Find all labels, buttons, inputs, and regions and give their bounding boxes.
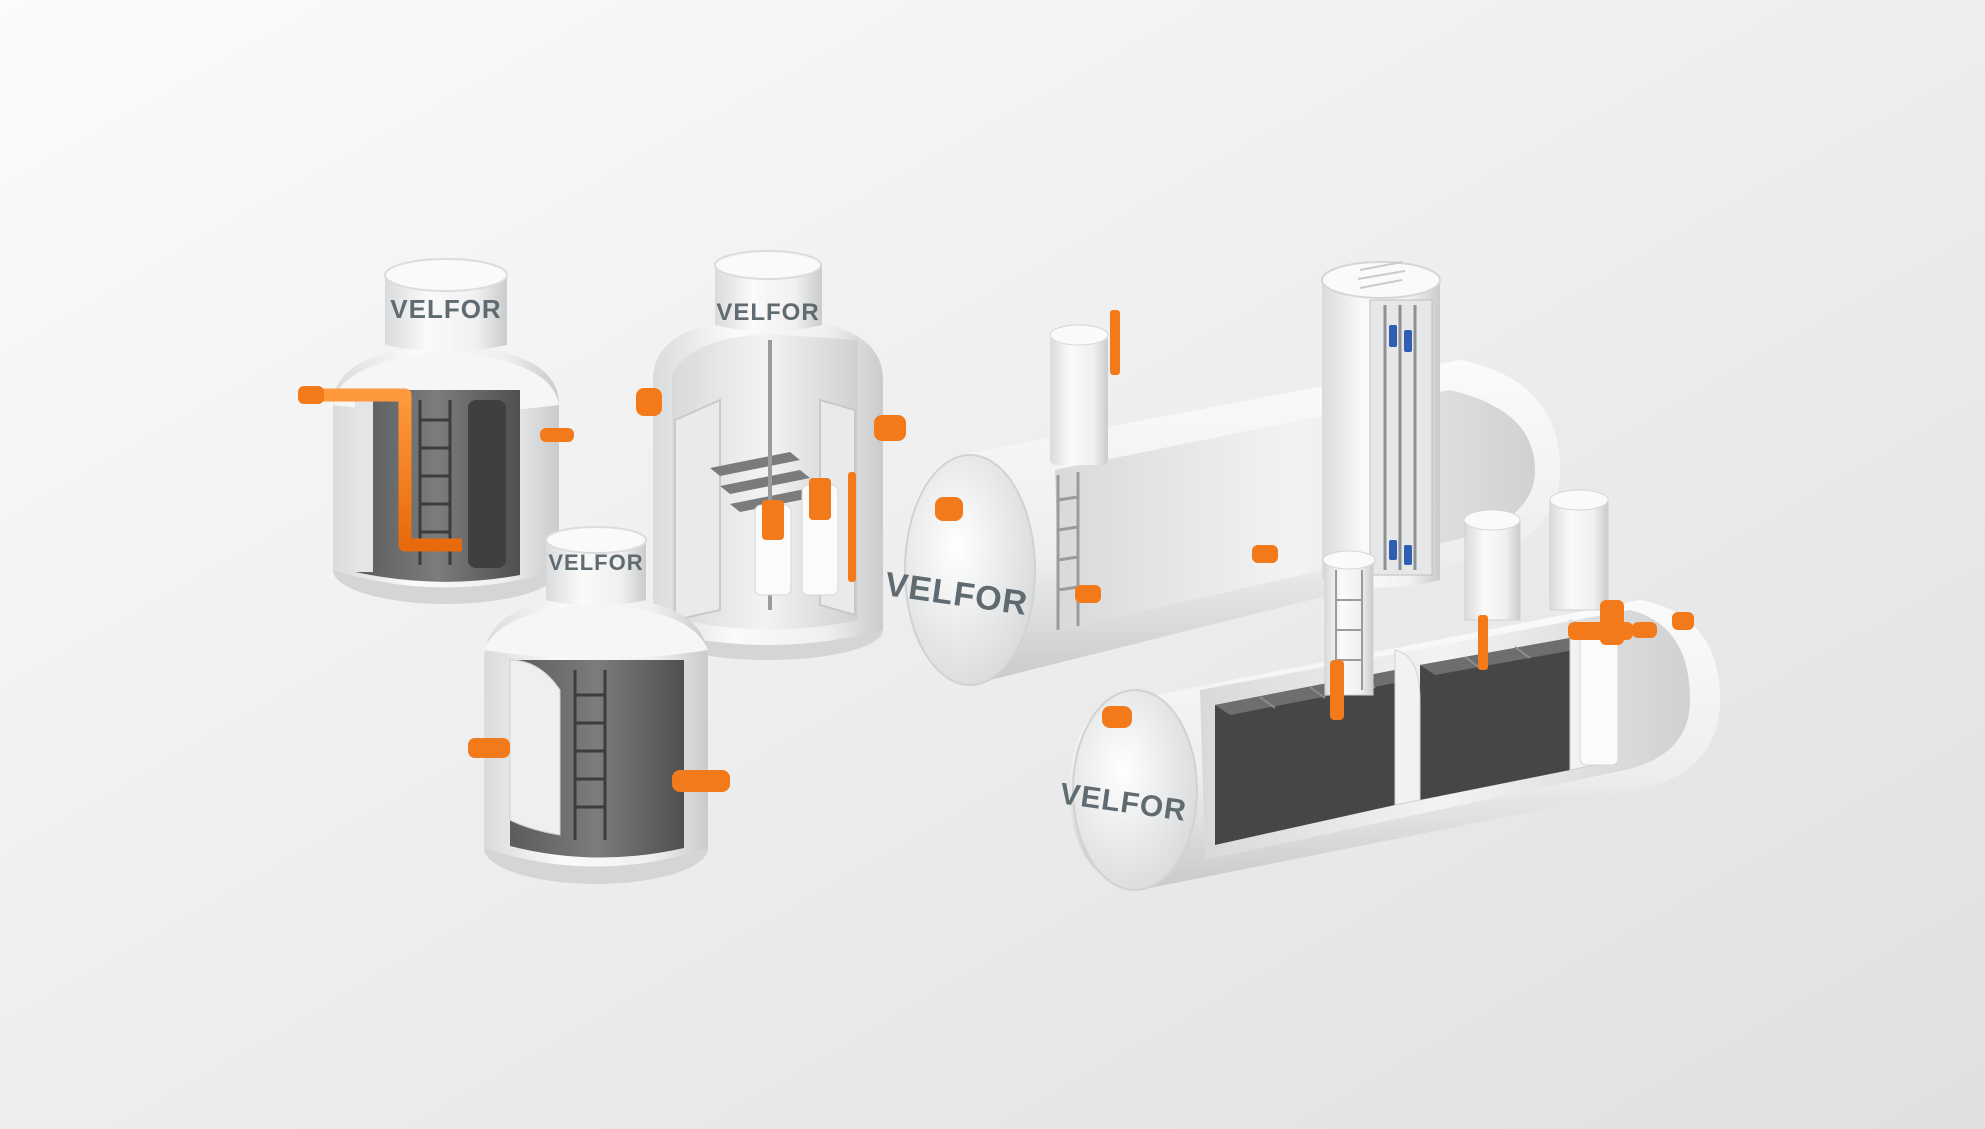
vertical-tank-3: VELFOR [468, 526, 730, 884]
horizontal-tank-upper: VELFOR [883, 261, 1560, 686]
tank-logo-1: VELFOR [390, 294, 501, 324]
horizontal-tank-lower: VELFOR [1058, 489, 1720, 891]
tank-logo-3: VELFOR [548, 550, 643, 575]
vertical-tank-1: VELFOR [298, 258, 574, 604]
tank-logo-2: VELFOR [716, 299, 819, 326]
vertical-tank-2: VELFOR [636, 250, 906, 660]
